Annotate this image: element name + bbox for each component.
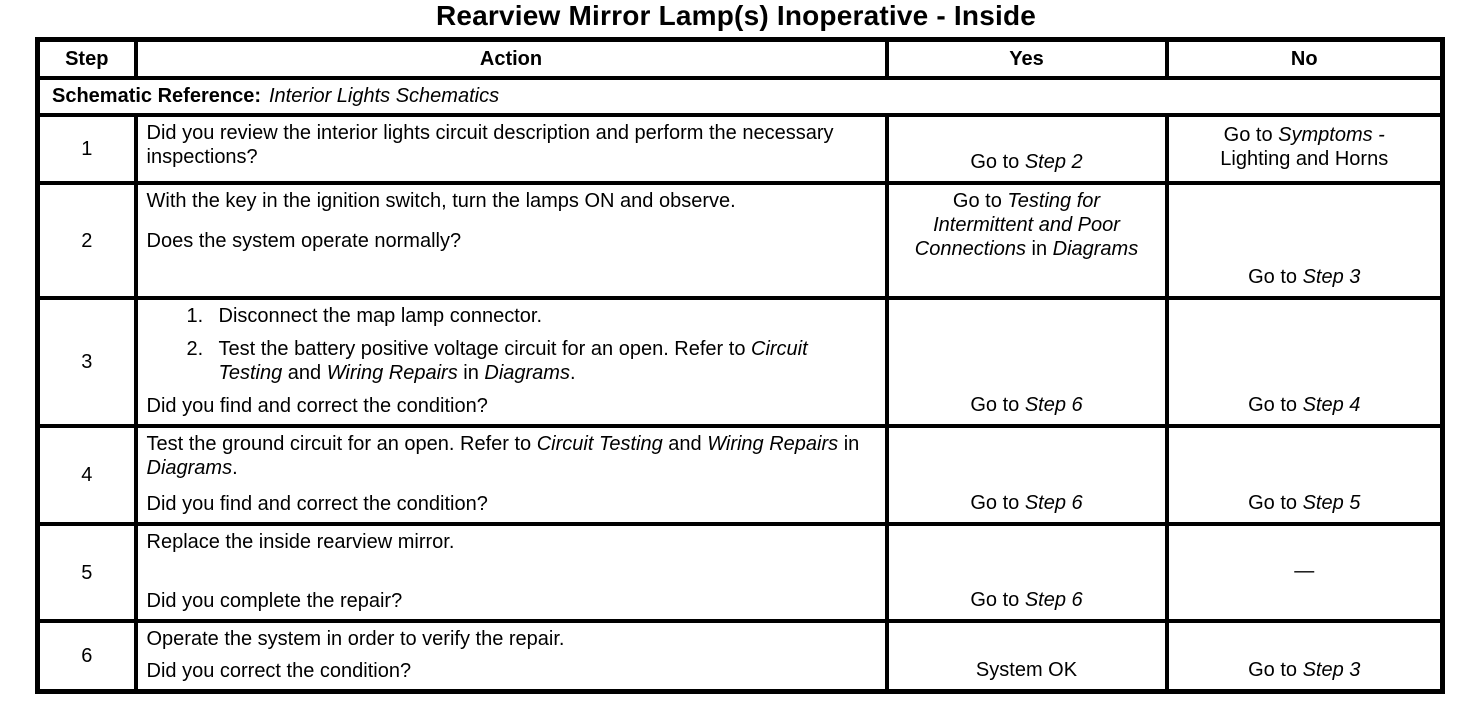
action-content: 1.Disconnect the map lamp connector. 2.Te… [147,304,877,418]
table-row: 4 Test the ground circuit for an open. R… [35,424,1445,526]
action-paragraph: Replace the inside rearview mirror. [146,531,455,553]
action-cell: Test the ground circuit for an open. Ref… [133,424,889,526]
yes-cell: Go to Step 6 [884,424,1169,526]
yes-cell: System OK [884,619,1169,694]
yes-cell: Go to Step 2 [884,113,1169,185]
action-paragraph: Did you find and correct the condition? [146,493,488,515]
step-cell: 4 [35,424,138,526]
schematic-reference-cell: Schematic Reference: Interior Lights Sche… [35,76,1445,117]
table-row: 5 Replace the inside rearview mirror. Did… [35,522,1445,623]
column-header-action: Action [133,37,889,80]
step-cell: 6 [35,619,138,694]
step-cell: 3 [35,296,138,428]
action-paragraph: Did you find and correct the condition? [146,395,488,417]
action-paragraph: Did you complete the repair? [146,590,403,612]
action-paragraph: Did you review the interior lights circu… [146,122,834,168]
list-item-number: 1. [186,305,204,327]
action-cell: 1.Disconnect the map lamp connector. 2.Te… [133,296,889,428]
no-cell: Go to Step 3 [1164,619,1445,694]
list-item-number: 2. [186,338,204,360]
step-cell: 2 [35,181,138,300]
schematic-reference-label: Schematic Reference: [52,85,261,107]
action-paragraph: Did you correct the condition? [146,660,412,682]
action-paragraph: Operate the system in order to verify th… [146,628,565,650]
table-row: 1 Did you review the interior lights cir… [35,113,1445,185]
action-content: Did you review the interior lights circu… [147,121,877,175]
column-header-step: Step [35,37,138,80]
action-content: Replace the inside rearview mirror. Did y… [147,530,877,613]
action-cell: Replace the inside rearview mirror. Did y… [133,522,889,623]
action-cell: With the key in the ignition switch, tur… [133,181,889,300]
schematic-reference-row: Schematic Reference: Interior Lights Sche… [35,76,1445,117]
action-paragraph: Test the ground circuit for an open. Ref… [146,433,860,479]
yes-cell: Go to Step 6 [884,522,1169,623]
no-cell: Go to Step 3 [1164,181,1445,300]
no-cell: Go to Step 4 [1164,296,1445,428]
column-header-yes: Yes [884,37,1169,80]
action-list-item: 1.Disconnect the map lamp connector. [186,305,543,327]
no-cell: Go to Step 5 [1164,424,1445,526]
step-cell: 1 [35,113,138,185]
action-list-item: 2.Test the battery positive voltage circ… [186,338,808,384]
column-header-no: No [1164,37,1445,80]
action-content: With the key in the ignition switch, tur… [147,189,877,290]
action-content: Test the ground circuit for an open. Ref… [147,432,877,516]
action-cell: Did you review the interior lights circu… [133,113,889,185]
header-row: Step Action Yes No [35,37,1445,80]
schematic-reference-value: Interior Lights Schematics [268,85,500,107]
page-title: Rearview Mirror Lamp(s) Inoperative - In… [435,0,1037,31]
table-row: 2 With the key in the ignition switch, t… [35,181,1445,300]
step-cell: 5 [35,522,138,623]
table-row: 6 Operate the system in order to verify … [35,619,1445,694]
action-paragraph: Does the system operate normally? [146,230,462,252]
diagnostic-table: Step Action Yes No Schematic Reference: I… [35,37,1445,694]
action-content: Operate the system in order to verify th… [147,627,877,683]
table-row: 3 1.Disconnect the map lamp connector. 2.… [35,296,1445,428]
yes-cell: Go to Step 6 [884,296,1169,428]
action-cell: Operate the system in order to verify th… [133,619,889,694]
no-cell: Go to Symptoms -Lighting and Horns [1164,113,1445,185]
action-paragraph: With the key in the ignition switch, tur… [146,190,736,212]
no-cell: — [1164,522,1445,623]
